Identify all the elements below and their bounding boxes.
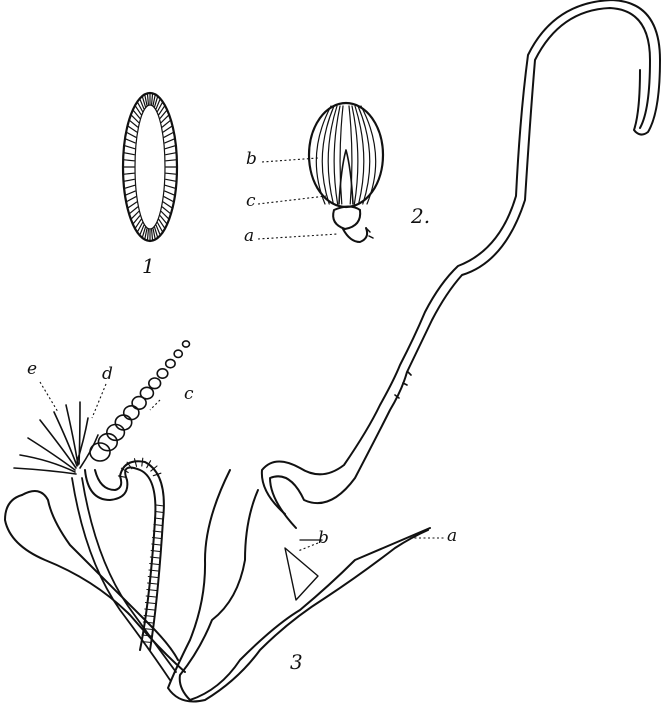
leader-lines [40, 158, 445, 551]
figure-1-drawing [123, 93, 177, 241]
figure-3-label-b: b [318, 530, 329, 547]
figure-3-label-c: c [184, 386, 194, 403]
figure-2-drawing [309, 103, 383, 242]
figure-1-number: 1 [142, 256, 155, 276]
figure-2-number: 2. [411, 206, 430, 226]
figure-3-label-e: e [27, 361, 37, 378]
figure-3-label-d: d [102, 366, 113, 383]
figure-3-label-a: a [447, 528, 457, 545]
figure-3-number: 3 [290, 652, 303, 672]
figure-2-label-b: b [246, 151, 257, 168]
figure-2-label-c: c [246, 193, 256, 210]
figure-2-label-a: a [244, 228, 254, 245]
